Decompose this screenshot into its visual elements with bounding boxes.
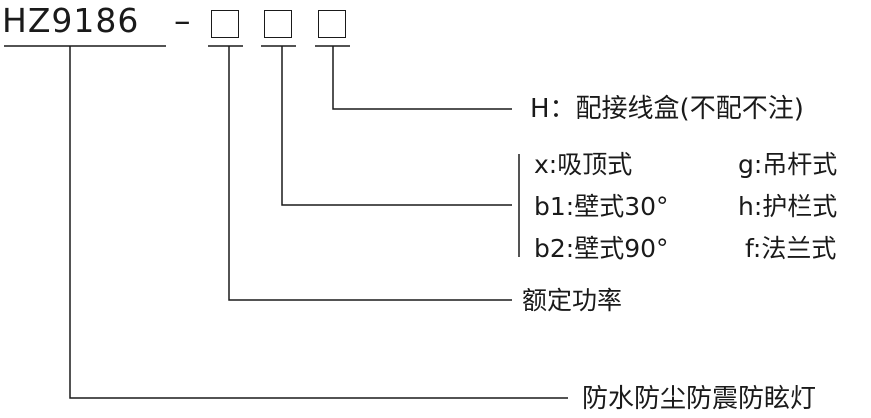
mount-option-flange: f:法兰式 bbox=[745, 234, 837, 263]
lamp-type-label: 防水防尘防震防眩灯 bbox=[582, 384, 817, 414]
leader-line-lamp bbox=[69, 46, 568, 399]
leader-line-power bbox=[228, 46, 512, 301]
mount-option-railing: h:护栏式 bbox=[738, 192, 838, 221]
code-slot-1 bbox=[211, 10, 239, 38]
leader-line-h bbox=[332, 46, 512, 110]
rated-power-label: 额定功率 bbox=[522, 286, 623, 315]
mount-option-pendant: g:吊杆式 bbox=[738, 150, 838, 179]
code-slot-2 bbox=[264, 10, 292, 38]
mount-option-wall-90: b2:壁式90° bbox=[534, 234, 669, 263]
leader-line-mount bbox=[281, 46, 512, 206]
model-separator: – bbox=[174, 1, 191, 40]
model-code: HZ9186 bbox=[2, 1, 140, 40]
mount-option-ceiling: x:吸顶式 bbox=[534, 150, 633, 179]
code-slot-3 bbox=[318, 10, 346, 38]
mount-option-wall-30: b1:壁式30° bbox=[534, 192, 669, 221]
junction-box-label: H：配接线盒(不配不注) bbox=[530, 94, 804, 124]
